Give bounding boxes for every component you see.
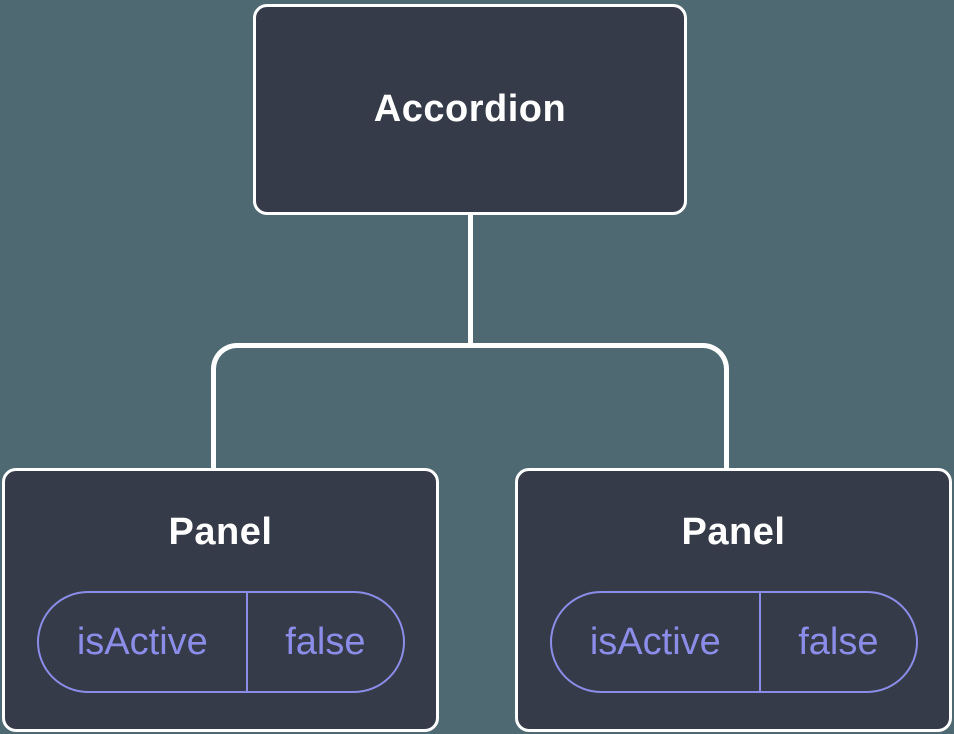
component-node-panel-2: Panel isActive false — [515, 468, 952, 732]
state-name: isActive — [552, 593, 762, 691]
connector-bracket — [211, 343, 729, 470]
node-label: Panel — [168, 511, 273, 553]
node-label: Panel — [681, 511, 786, 553]
connector-stem — [468, 210, 473, 348]
node-label: Accordion — [373, 88, 567, 130]
state-name: isActive — [39, 593, 249, 691]
state-pill: isActive false — [36, 591, 405, 693]
state-value: false — [285, 620, 366, 663]
state-value: false — [798, 620, 879, 663]
component-node-panel-1: Panel isActive false — [2, 468, 439, 732]
state-pill: isActive false — [549, 591, 918, 693]
component-node-accordion: Accordion — [253, 4, 687, 215]
